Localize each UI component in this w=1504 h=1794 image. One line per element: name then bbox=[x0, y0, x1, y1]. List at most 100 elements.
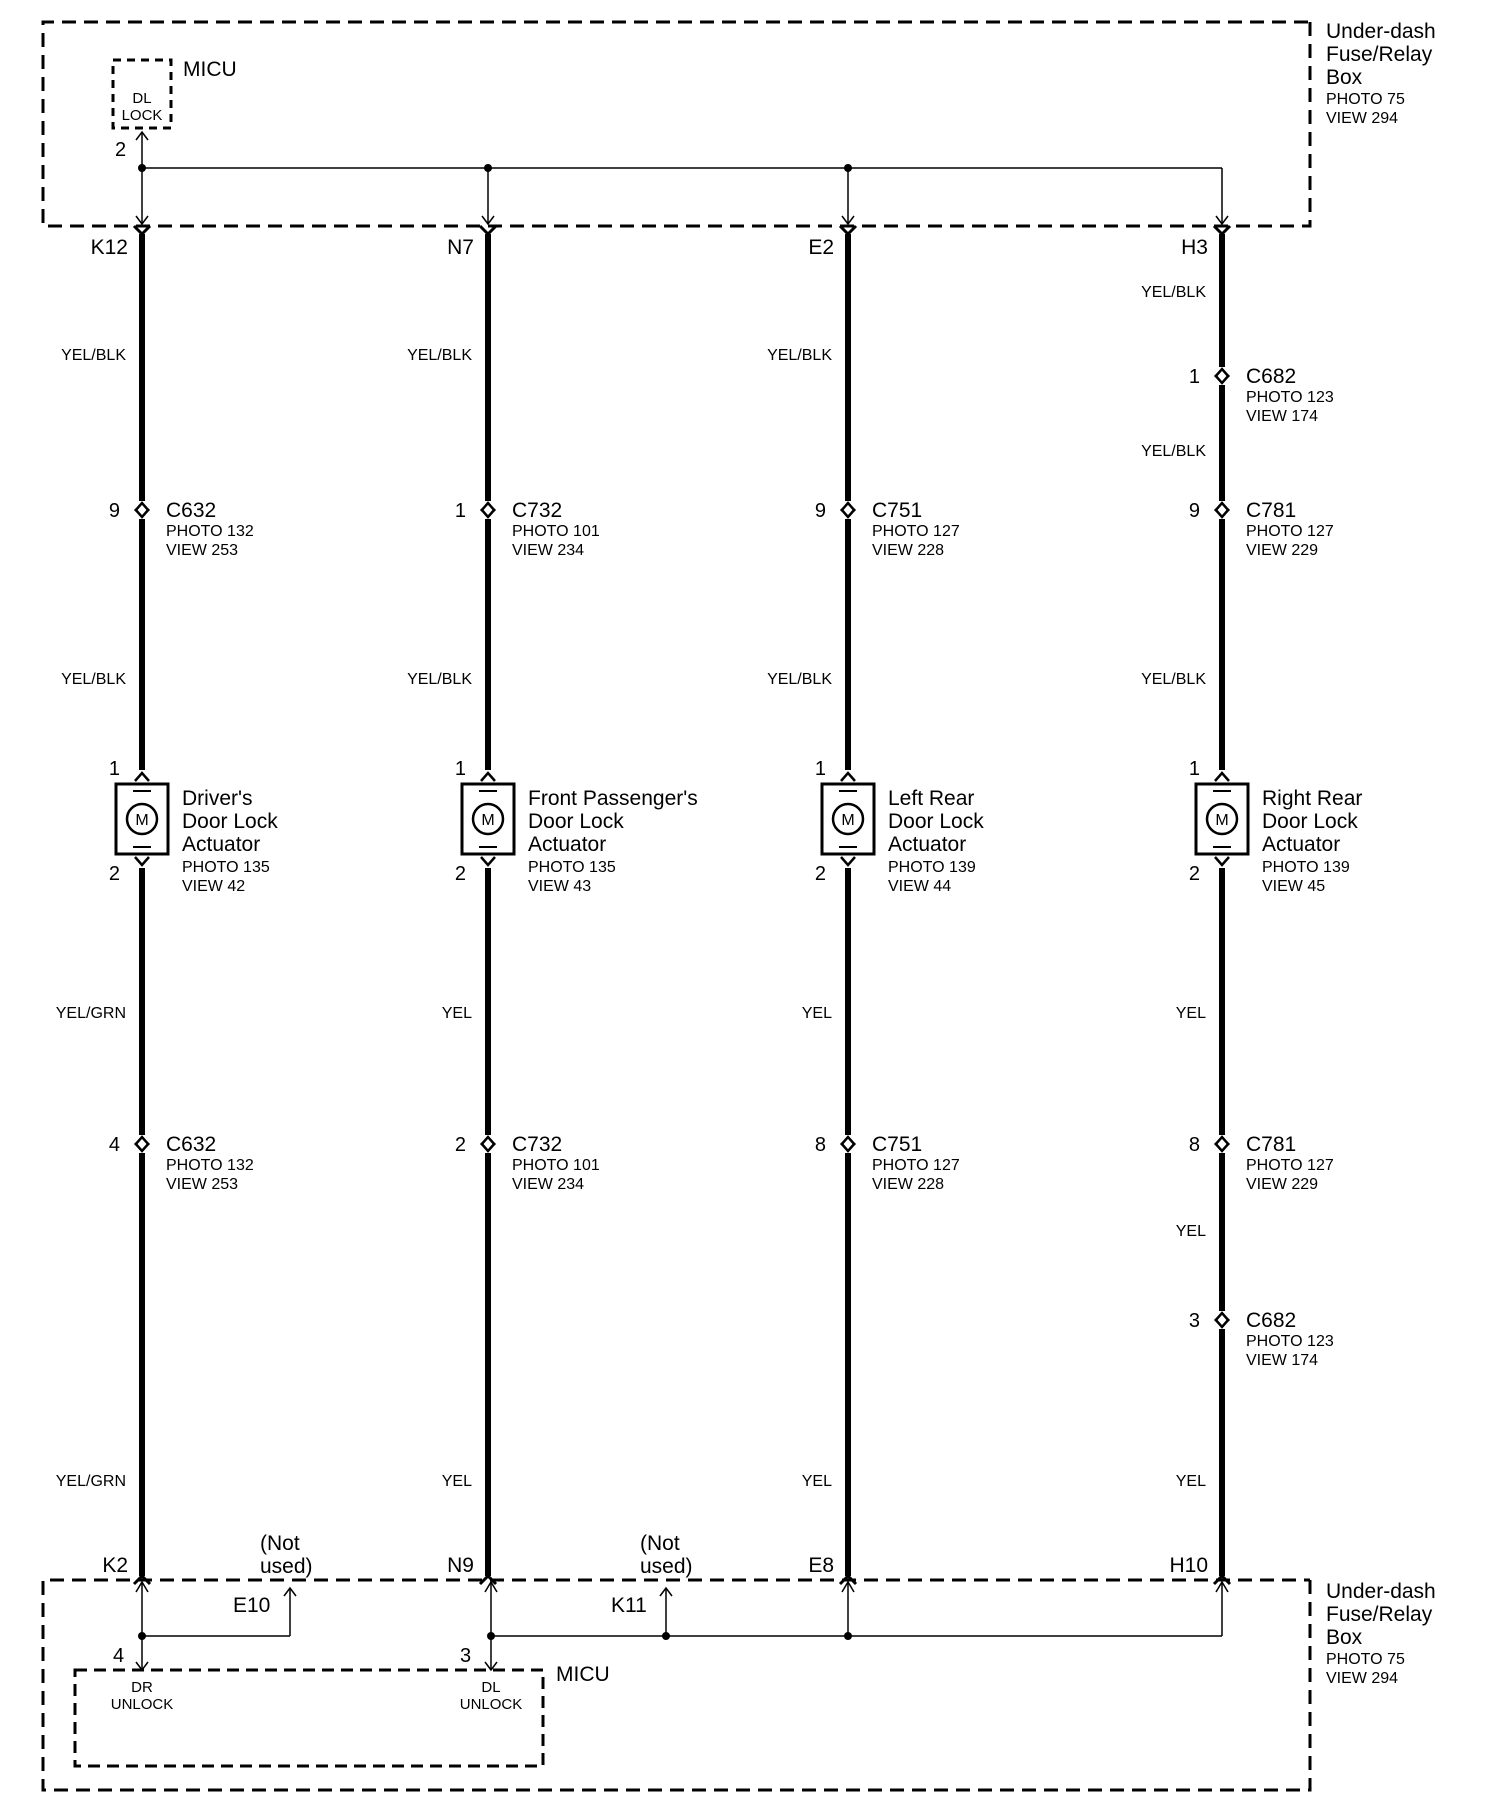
circuit-2-conn-upper-view: VIEW 234 bbox=[512, 542, 584, 559]
top-box-title-line1: Under-dash bbox=[1326, 20, 1436, 43]
circuit-4-conn-upper-view: VIEW 229 bbox=[1246, 542, 1318, 559]
bottom-box-title-line3: Box bbox=[1326, 1626, 1363, 1649]
circuit-2-conn-upper-gap bbox=[479, 501, 497, 519]
circuit-3-conn-upper-view: VIEW 228 bbox=[872, 542, 944, 559]
circuit-2-actuator-pin1-mark bbox=[480, 771, 496, 782]
circuit-2-conn-upper-lower bbox=[480, 508, 496, 519]
circuit-3-motor-icon bbox=[831, 802, 865, 836]
dl-unlock-line2: UNLOCK bbox=[460, 1696, 523, 1713]
circuit-1-wire-color-1: YEL/BLK bbox=[61, 347, 126, 364]
circuit-1-wire-color-3: YEL/GRN bbox=[56, 1005, 126, 1022]
circuit-4-actuator-pin-bottom: 2 bbox=[1189, 863, 1200, 885]
circuit-2-bottom-terminal-mark bbox=[478, 1573, 498, 1586]
circuit-4-wire-color-5: YEL bbox=[1176, 1223, 1206, 1240]
circuit-4-top-terminal: H3 bbox=[1181, 236, 1208, 259]
circuit-1-actuator-name-line1: Driver's bbox=[182, 787, 253, 810]
circuit-3-wire-color-2: YEL/BLK bbox=[767, 671, 832, 688]
bottom-micu-label: MICU bbox=[556, 1663, 610, 1686]
circuit-3-wire-color-4: YEL bbox=[802, 1473, 832, 1490]
top-fuse-relay-box: Under-dash Fuse/Relay Box PHOTO 75 VIEW … bbox=[41, 20, 1436, 228]
circuit-3-conn-upper-upper bbox=[840, 501, 856, 512]
circuit-3-actuator-view: VIEW 44 bbox=[888, 878, 951, 895]
circuit-4-actuator-photo: PHOTO 139 bbox=[1262, 859, 1350, 876]
circuit-3-bottom-terminal-mark bbox=[838, 1573, 858, 1586]
circuit-3-conn-lower-photo: PHOTO 127 bbox=[872, 1157, 960, 1174]
circuit-1-conn-lower-pin: 4 bbox=[109, 1134, 120, 1156]
circuit-4-conn-upper-gap bbox=[1213, 501, 1231, 519]
circuit-4-conn-upper-upper bbox=[1214, 501, 1230, 512]
circuit-3-conn-upper-pin: 9 bbox=[815, 500, 826, 522]
circuit-4-conn-lower-pin: 8 bbox=[1189, 1134, 1200, 1156]
circuit-3-wire-color-1: YEL/BLK bbox=[767, 347, 832, 364]
circuit-2-actuator-view: VIEW 43 bbox=[528, 878, 591, 895]
circuit-4-conn-c682-lower-lower bbox=[1214, 1318, 1230, 1329]
circuit-4-conn-lower-name: C781 bbox=[1246, 1133, 1296, 1156]
circuit-3-actuator-pin1-mark bbox=[840, 771, 856, 782]
bottom-box-title-line1: Under-dash bbox=[1326, 1580, 1436, 1603]
circuit-4-wire-color-6: YEL bbox=[1176, 1473, 1206, 1490]
circuit-2-conn-lower-view: VIEW 234 bbox=[512, 1176, 584, 1193]
circuit-4-wire-color-2: YEL/BLK bbox=[1141, 443, 1206, 460]
circuit-4-bottom-terminal: H10 bbox=[1169, 1554, 1208, 1577]
not-used-right-line2: used) bbox=[640, 1555, 693, 1578]
circuit-1-bottom-terminal-mark bbox=[132, 1573, 152, 1586]
circuit-2-top-terminal-mark bbox=[478, 224, 498, 237]
circuit-3-wire-color-3: YEL bbox=[802, 1005, 832, 1022]
circuit-2-conn-upper-photo: PHOTO 101 bbox=[512, 523, 600, 540]
bottom-box-border bbox=[41, 1578, 1312, 1792]
circuit-3-actuator-pin-top: 1 bbox=[815, 758, 826, 780]
circuit-2-motor-icon bbox=[471, 802, 505, 836]
circuit-4-conn-upper-lower bbox=[1214, 508, 1230, 519]
circuit-4-conn-upper-pin: 9 bbox=[1189, 500, 1200, 522]
circuit-3-conn-lower-gap bbox=[839, 1135, 857, 1153]
circuit-3-conn-upper-lower bbox=[840, 508, 856, 519]
circuit-2-conn-upper-pin: 1 bbox=[455, 500, 466, 522]
circuit-1-wire-color-2: YEL/BLK bbox=[61, 671, 126, 688]
top-box-photo: PHOTO 75 bbox=[1326, 91, 1405, 108]
top-box-title-line3: Box bbox=[1326, 66, 1363, 89]
circuit-1-conn-upper-name: C632 bbox=[166, 499, 216, 522]
top-box-title-line2: Fuse/Relay bbox=[1326, 43, 1433, 66]
top-micu-label: MICU bbox=[183, 58, 237, 81]
circuit-1-motor-icon bbox=[125, 802, 159, 836]
circuit-1-conn-upper-lower bbox=[134, 508, 150, 519]
micu-dl-lock-pin: 2 bbox=[115, 139, 126, 161]
circuit-4-conn-c682-upper-pin: 1 bbox=[1189, 366, 1200, 388]
circuit-4-actuator-pin2-mark bbox=[1214, 856, 1230, 867]
circuit-4-conn-lower-gap bbox=[1213, 1135, 1231, 1153]
circuit-2-conn-lower-pin: 2 bbox=[455, 1134, 466, 1156]
circuit-1-conn-upper-photo: PHOTO 132 bbox=[166, 523, 254, 540]
circuit-2-wire-color-2: YEL/BLK bbox=[407, 671, 472, 688]
circuit-4-actuator-pin1-mark bbox=[1214, 771, 1230, 782]
circuit-4-conn-c682-upper-view: VIEW 174 bbox=[1246, 408, 1318, 425]
circuit-3-conn-upper-name: C751 bbox=[872, 499, 922, 522]
circuit-2-actuator-photo: PHOTO 135 bbox=[528, 859, 616, 876]
circuit-1-actuator-photo: PHOTO 135 bbox=[182, 859, 270, 876]
dl-unlock-pin: 3 bbox=[460, 1645, 471, 1667]
circuit-4-conn-lower-photo: PHOTO 127 bbox=[1246, 1157, 1334, 1174]
circuit-3-conn-lower-name: C751 bbox=[872, 1133, 922, 1156]
circuit-3-conn-lower-pin: 8 bbox=[815, 1134, 826, 1156]
circuit-3-bottom-terminal: E8 bbox=[808, 1554, 834, 1577]
circuit-1-top-terminal-mark bbox=[132, 224, 152, 237]
dr-unlock-line1: DR bbox=[131, 1679, 153, 1696]
circuit-4-wire-color-1: YEL/BLK bbox=[1141, 284, 1206, 301]
circuit-2-actuator-name-line2: Door Lock bbox=[528, 810, 624, 833]
micu-dl-lock-line2: LOCK bbox=[122, 107, 163, 124]
circuit-4-conn-c682-upper-lower bbox=[1214, 374, 1230, 385]
circuit-2-conn-upper-upper bbox=[480, 501, 496, 512]
circuit-1-bottom-terminal: K2 bbox=[102, 1554, 128, 1577]
circuit-2-actuator-name-line1: Front Passenger's bbox=[528, 787, 698, 810]
circuit-2-conn-lower-lower bbox=[480, 1142, 496, 1153]
circuit-3-actuator-photo: PHOTO 139 bbox=[888, 859, 976, 876]
circuit-4-conn-c682-lower-name: C682 bbox=[1246, 1309, 1296, 1332]
circuit-2-wire-color-1: YEL/BLK bbox=[407, 347, 472, 364]
not-used-right-terminal: K11 bbox=[611, 1594, 647, 1617]
not-used-left-line2: used) bbox=[260, 1555, 313, 1578]
circuit-1-actuator-pin2-mark bbox=[134, 856, 150, 867]
circuit-4-conn-c682-lower-upper bbox=[1214, 1311, 1230, 1322]
